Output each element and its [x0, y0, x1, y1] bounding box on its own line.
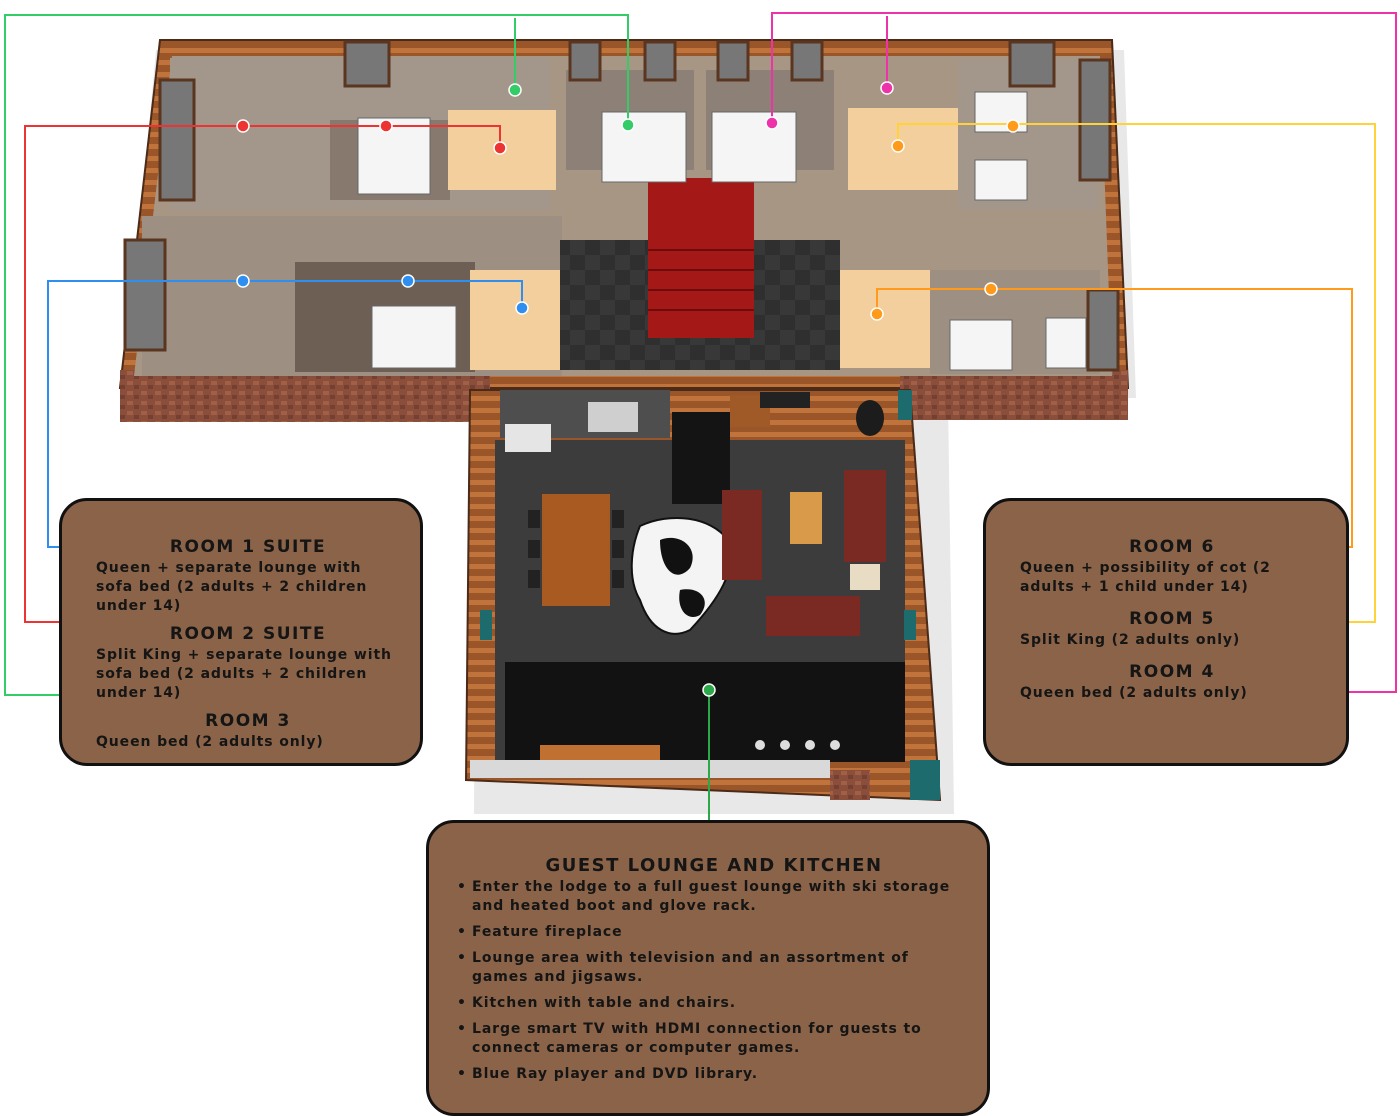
guest-lounge-title: GUEST LOUNGE AND KITCHEN — [545, 855, 883, 876]
left-rooms-panel: ROOM 1 SUITE Queen + separate lounge wit… — [59, 498, 423, 766]
room-4-info: ROOM 4 Queen bed (2 adults only) — [1020, 662, 1324, 703]
bullet-icon: • — [457, 924, 467, 940]
bullet-icon: • — [457, 1021, 467, 1037]
bullet-icon: • — [457, 879, 467, 895]
room-6-description: Queen + possibility of cot (2 adults + 1… — [1020, 560, 1271, 595]
room-5-info: ROOM 5 Split King (2 adults only) — [1020, 609, 1324, 650]
feature-item: •Lounge area with television and an asso… — [457, 950, 909, 985]
room-2-description: Split King + separate lounge with sofa b… — [96, 647, 392, 701]
room-3-description: Queen bed (2 adults only) — [96, 734, 324, 750]
connector-lines — [4, 12, 1397, 836]
right-rooms-panel: ROOM 6 Queen + possibility of cot (2 adu… — [983, 498, 1349, 766]
room-1-description: Queen + separate lounge with sofa bed (2… — [96, 560, 368, 614]
room-2-info: ROOM 2 SUITE Split King + separate loung… — [96, 624, 400, 703]
feature-item: •Kitchen with table and chairs. — [457, 995, 736, 1011]
room-3-connector — [4, 14, 629, 696]
room-3-title: ROOM 3 — [205, 711, 291, 731]
room-6-title: ROOM 6 — [1129, 537, 1215, 557]
room-1-title: ROOM 1 SUITE — [169, 537, 327, 557]
room-5-description: Split King (2 adults only) — [1020, 632, 1241, 648]
guest-lounge-features: •Enter the lodge to a full guest lounge … — [457, 878, 957, 1084]
room-6-info: ROOM 6 Queen + possibility of cot (2 adu… — [1020, 537, 1324, 597]
room-1-info: ROOM 1 SUITE Queen + separate lounge wit… — [96, 537, 400, 616]
feature-item: •Large smart TV with HDMI connection for… — [457, 1021, 922, 1056]
room-5-title: ROOM 5 — [1129, 609, 1215, 629]
feature-item: •Feature fireplace — [457, 924, 623, 940]
guest-lounge-panel: GUEST LOUNGE AND KITCHEN •Enter the lodg… — [426, 820, 990, 1116]
room-1-connector — [47, 280, 523, 548]
room-4-description: Queen bed (2 adults only) — [1020, 685, 1248, 701]
room-5-connector — [897, 123, 1376, 623]
feature-item: •Enter the lodge to a full guest lounge … — [457, 879, 951, 914]
room-3-info: ROOM 3 Queen bed (2 adults only) — [96, 711, 400, 752]
room-2-title: ROOM 2 SUITE — [169, 624, 327, 644]
bullet-icon: • — [457, 950, 467, 966]
room-4-title: ROOM 4 — [1129, 662, 1215, 682]
bullet-icon: • — [457, 995, 467, 1011]
room-4-connector — [771, 12, 1397, 693]
feature-item: •Blue Ray player and DVD library. — [457, 1066, 758, 1082]
bullet-icon: • — [457, 1066, 467, 1082]
room-2-connector — [24, 125, 501, 623]
